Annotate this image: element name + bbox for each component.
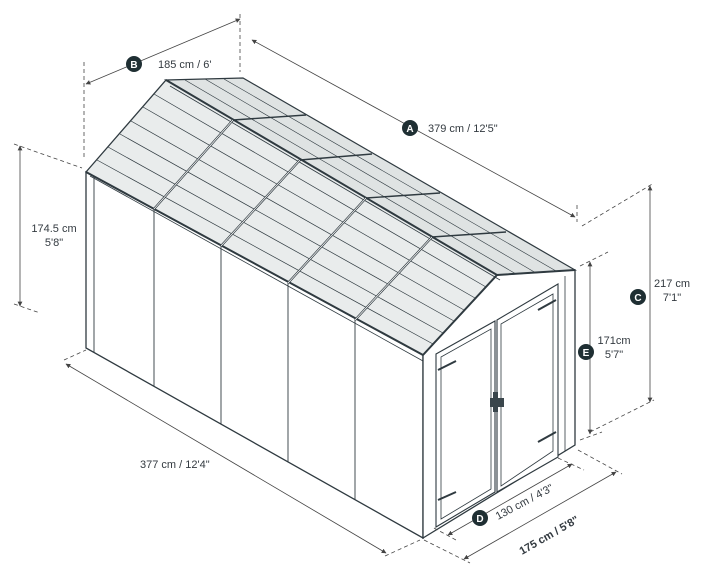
dimension-c: C 217 cm 7'1": [581, 182, 690, 433]
dimension-e: E 171cm 5'7": [578, 251, 631, 441]
door-latch: [490, 392, 504, 412]
dimension-c-cm: 217 cm: [654, 278, 690, 290]
side-height-cm: 174.5 cm: [31, 223, 76, 235]
badge-a: [402, 120, 418, 136]
dimension-a: A 379 cm / 12'5": [251, 39, 578, 222]
dimension-e-cm: 171cm: [597, 335, 630, 347]
dimension-base-length: 377 cm / 12'4": [63, 349, 421, 557]
svg-text:C: C: [634, 293, 641, 304]
right-door: [496, 283, 559, 493]
side-height-ft: 5'8": [45, 237, 63, 249]
dimension-e-ft: 5'7": [605, 349, 623, 361]
badge-c: [630, 289, 646, 305]
svg-text:B: B: [130, 60, 137, 71]
dimension-b-label: 185 cm / 6': [158, 59, 211, 71]
dimension-c-ft: 7'1": [663, 292, 681, 304]
svg-text:D: D: [476, 514, 483, 525]
svg-text:E: E: [583, 348, 590, 359]
svg-text:A: A: [406, 124, 413, 135]
dimension-side-height: 174.5 cm 5'8": [13, 143, 83, 314]
dimension-b: B 185 cm / 6': [83, 14, 241, 160]
badge-e: [578, 344, 594, 360]
base-length-label: 377 cm / 12'4": [140, 459, 210, 471]
base-width-label: 175 cm / 5'8": [518, 514, 582, 558]
dimension-a-label: 379 cm / 12'5": [428, 123, 498, 135]
badge-b: [126, 56, 142, 72]
